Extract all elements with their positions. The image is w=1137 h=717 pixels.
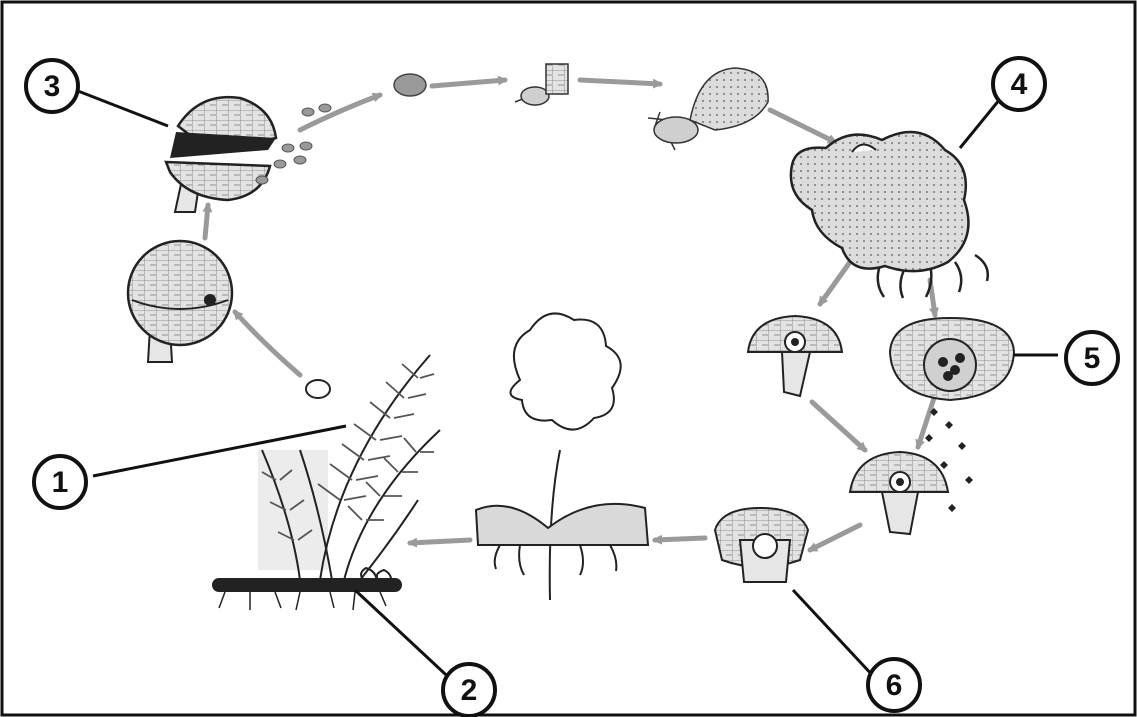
callout-3: 3 (26, 60, 78, 112)
callout-5-label: 5 (1084, 342, 1101, 375)
leader-line-2 (355, 590, 458, 686)
sorus (306, 380, 330, 398)
arrow-young-to-prothallus (770, 110, 835, 142)
callout-5: 5 (1066, 332, 1118, 384)
prothallus (791, 132, 988, 298)
germinating-spore (515, 64, 568, 105)
arrow-germling-to-young-prothallus (580, 80, 660, 84)
closed-sporangium (128, 241, 232, 362)
archegonium (748, 316, 842, 396)
open-sporangium (166, 97, 276, 212)
arrow-young-sporophyte-to-fern (410, 540, 470, 543)
leader-line-3 (78, 91, 168, 126)
embryo-stage (715, 508, 808, 582)
arrow-spore-to-germling (432, 80, 505, 86)
callout-4-label: 4 (1011, 68, 1028, 101)
arrow-fern-to-sporangium (235, 312, 300, 375)
arrow-fertilization-to-embryo (810, 525, 860, 550)
arrow-archegonium-to-fertilization (812, 402, 865, 450)
single-spore (394, 74, 426, 96)
antheridium (890, 318, 1014, 400)
arrow-sporangium-up (205, 205, 208, 238)
callout-1: 1 (34, 456, 86, 508)
callout-4: 4 (993, 58, 1045, 110)
young-prothallus (648, 68, 768, 150)
callout-2-label: 2 (461, 674, 478, 707)
callout-3-label: 3 (44, 70, 61, 103)
callout-6-label: 6 (886, 669, 903, 702)
arrow-prothallus-to-archegonium (820, 262, 850, 304)
fertilization-stage (850, 452, 948, 534)
sperm-cells (925, 408, 973, 512)
callout-6: 6 (868, 659, 920, 711)
fern-sporophyte (258, 355, 440, 590)
arrow-embryo-to-young-sporophyte (655, 538, 705, 540)
leader-line-6 (793, 590, 875, 678)
callout-1-label: 1 (52, 466, 69, 499)
callout-2: 2 (443, 664, 495, 716)
young-sporophyte (476, 313, 648, 600)
leader-line-4 (960, 99, 1000, 148)
